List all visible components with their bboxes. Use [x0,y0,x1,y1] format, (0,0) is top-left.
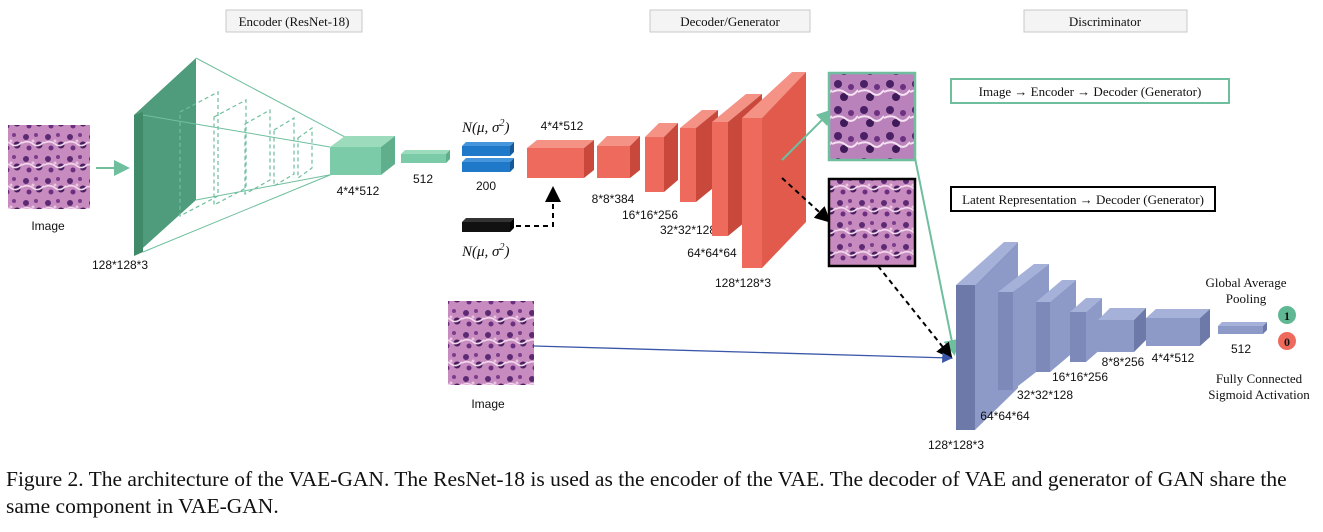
disc-dim-5: 4*4*512 [1152,351,1195,365]
encoder-vector-block [401,150,450,163]
legend-reconstruction-label: Image → Encoder → Decoder (Generator) [979,84,1202,99]
encoder-hidden-layers [179,91,313,217]
pooling-label-line1: Global Average [1206,275,1287,290]
reconstructed-image [827,71,917,162]
decoder-dim-3: 32*32*128 [660,223,716,237]
encoder-output-dims: 4*4*512 [337,184,380,198]
output-real: 1 [1278,306,1296,324]
figure-caption: Figure 2. The architecture of the VAE-GA… [6,467,1287,518]
decoder-block-5 [742,72,806,268]
decoder-dim-2: 16*16*256 [622,208,678,222]
fc-label-line1: Fully Connected [1216,371,1303,386]
generated-image [827,177,917,268]
section-header-discriminator: Discriminator [1023,9,1188,33]
decoder-dim-4: 64*64*64 [687,246,737,260]
decoder-dim-1: 8*8*384 [592,192,635,206]
recon-arrow [781,109,833,161]
disc-vector-block [1218,322,1267,334]
disc-dim-3: 16*16*256 [1052,370,1108,384]
legend-reconstruction: Image → Encoder → Decoder (Generator) [950,78,1230,104]
disc-block-3 [1070,298,1102,362]
svg-text:N(μ, σ2): N(μ, σ2) [461,242,509,260]
decoder-block-0 [527,140,594,178]
fc-label-line2: Sigmoid Activation [1208,387,1310,402]
disc-dim-4: 8*8*256 [1102,355,1145,369]
latent-formula-bottom: N(μ, σ2) [461,242,509,260]
disc-dim-2: 32*32*128 [1017,388,1073,402]
legend-latent: Latent Representation → Decoder (Generat… [950,186,1216,212]
real-to-disc-arrow [533,345,953,363]
disc-block-2 [1036,280,1076,372]
encoder-header-label: Encoder (ResNet-18) [239,14,350,29]
disc-dim-0: 128*128*3 [928,438,984,452]
disc-block-4 [1098,308,1146,352]
encoder-input-dims: 128*128*3 [92,258,148,272]
latent-formula-top: N(μ, σ2) [461,118,509,136]
svg-text:0: 0 [1284,335,1290,349]
latent-size-label: 200 [476,179,496,193]
input-image-thumbnail [8,125,90,209]
real-image-thumbnail [448,301,534,385]
noise-to-decoder-arrow [516,186,561,227]
noise-block [462,218,514,232]
real-image-label: Image [471,397,505,411]
pooling-label-line2: Pooling [1226,291,1267,306]
section-header-encoder: Encoder (ResNet-18) [225,9,363,33]
latent-sigma-block [462,158,514,172]
recon-to-disc-arrow [914,157,960,356]
legend-latent-label: Latent Representation → Decoder (Generat… [962,192,1204,207]
generated-to-disc-arrow [877,265,953,360]
disc-dim-1: 64*64*64 [980,409,1030,423]
disc-block-5 [1146,309,1210,346]
decoder-dim-5: 128*128*3 [715,276,771,290]
encoder-input-slab [134,58,196,256]
decoder-dim-0: 4*4*512 [541,119,584,133]
decoder-block-2 [645,123,678,192]
generated-arrow [781,177,831,223]
output-fake: 0 [1278,332,1296,350]
latent-mu-block [462,142,514,156]
decoder-block-1 [597,136,640,178]
input-image-label: Image [31,219,65,233]
svg-text:1: 1 [1284,309,1290,323]
discriminator-header-label: Discriminator [1069,14,1142,29]
disc-dim-6: 512 [1231,342,1251,356]
decoder-header-label: Decoder/Generator [680,14,780,29]
section-header-decoder: Decoder/Generator [649,9,811,33]
svg-text:N(μ, σ2): N(μ, σ2) [461,118,509,136]
encoder-output-block [330,136,395,175]
encoder-frustum-lines [142,57,346,253]
encoder-vector-dims: 512 [413,172,433,186]
